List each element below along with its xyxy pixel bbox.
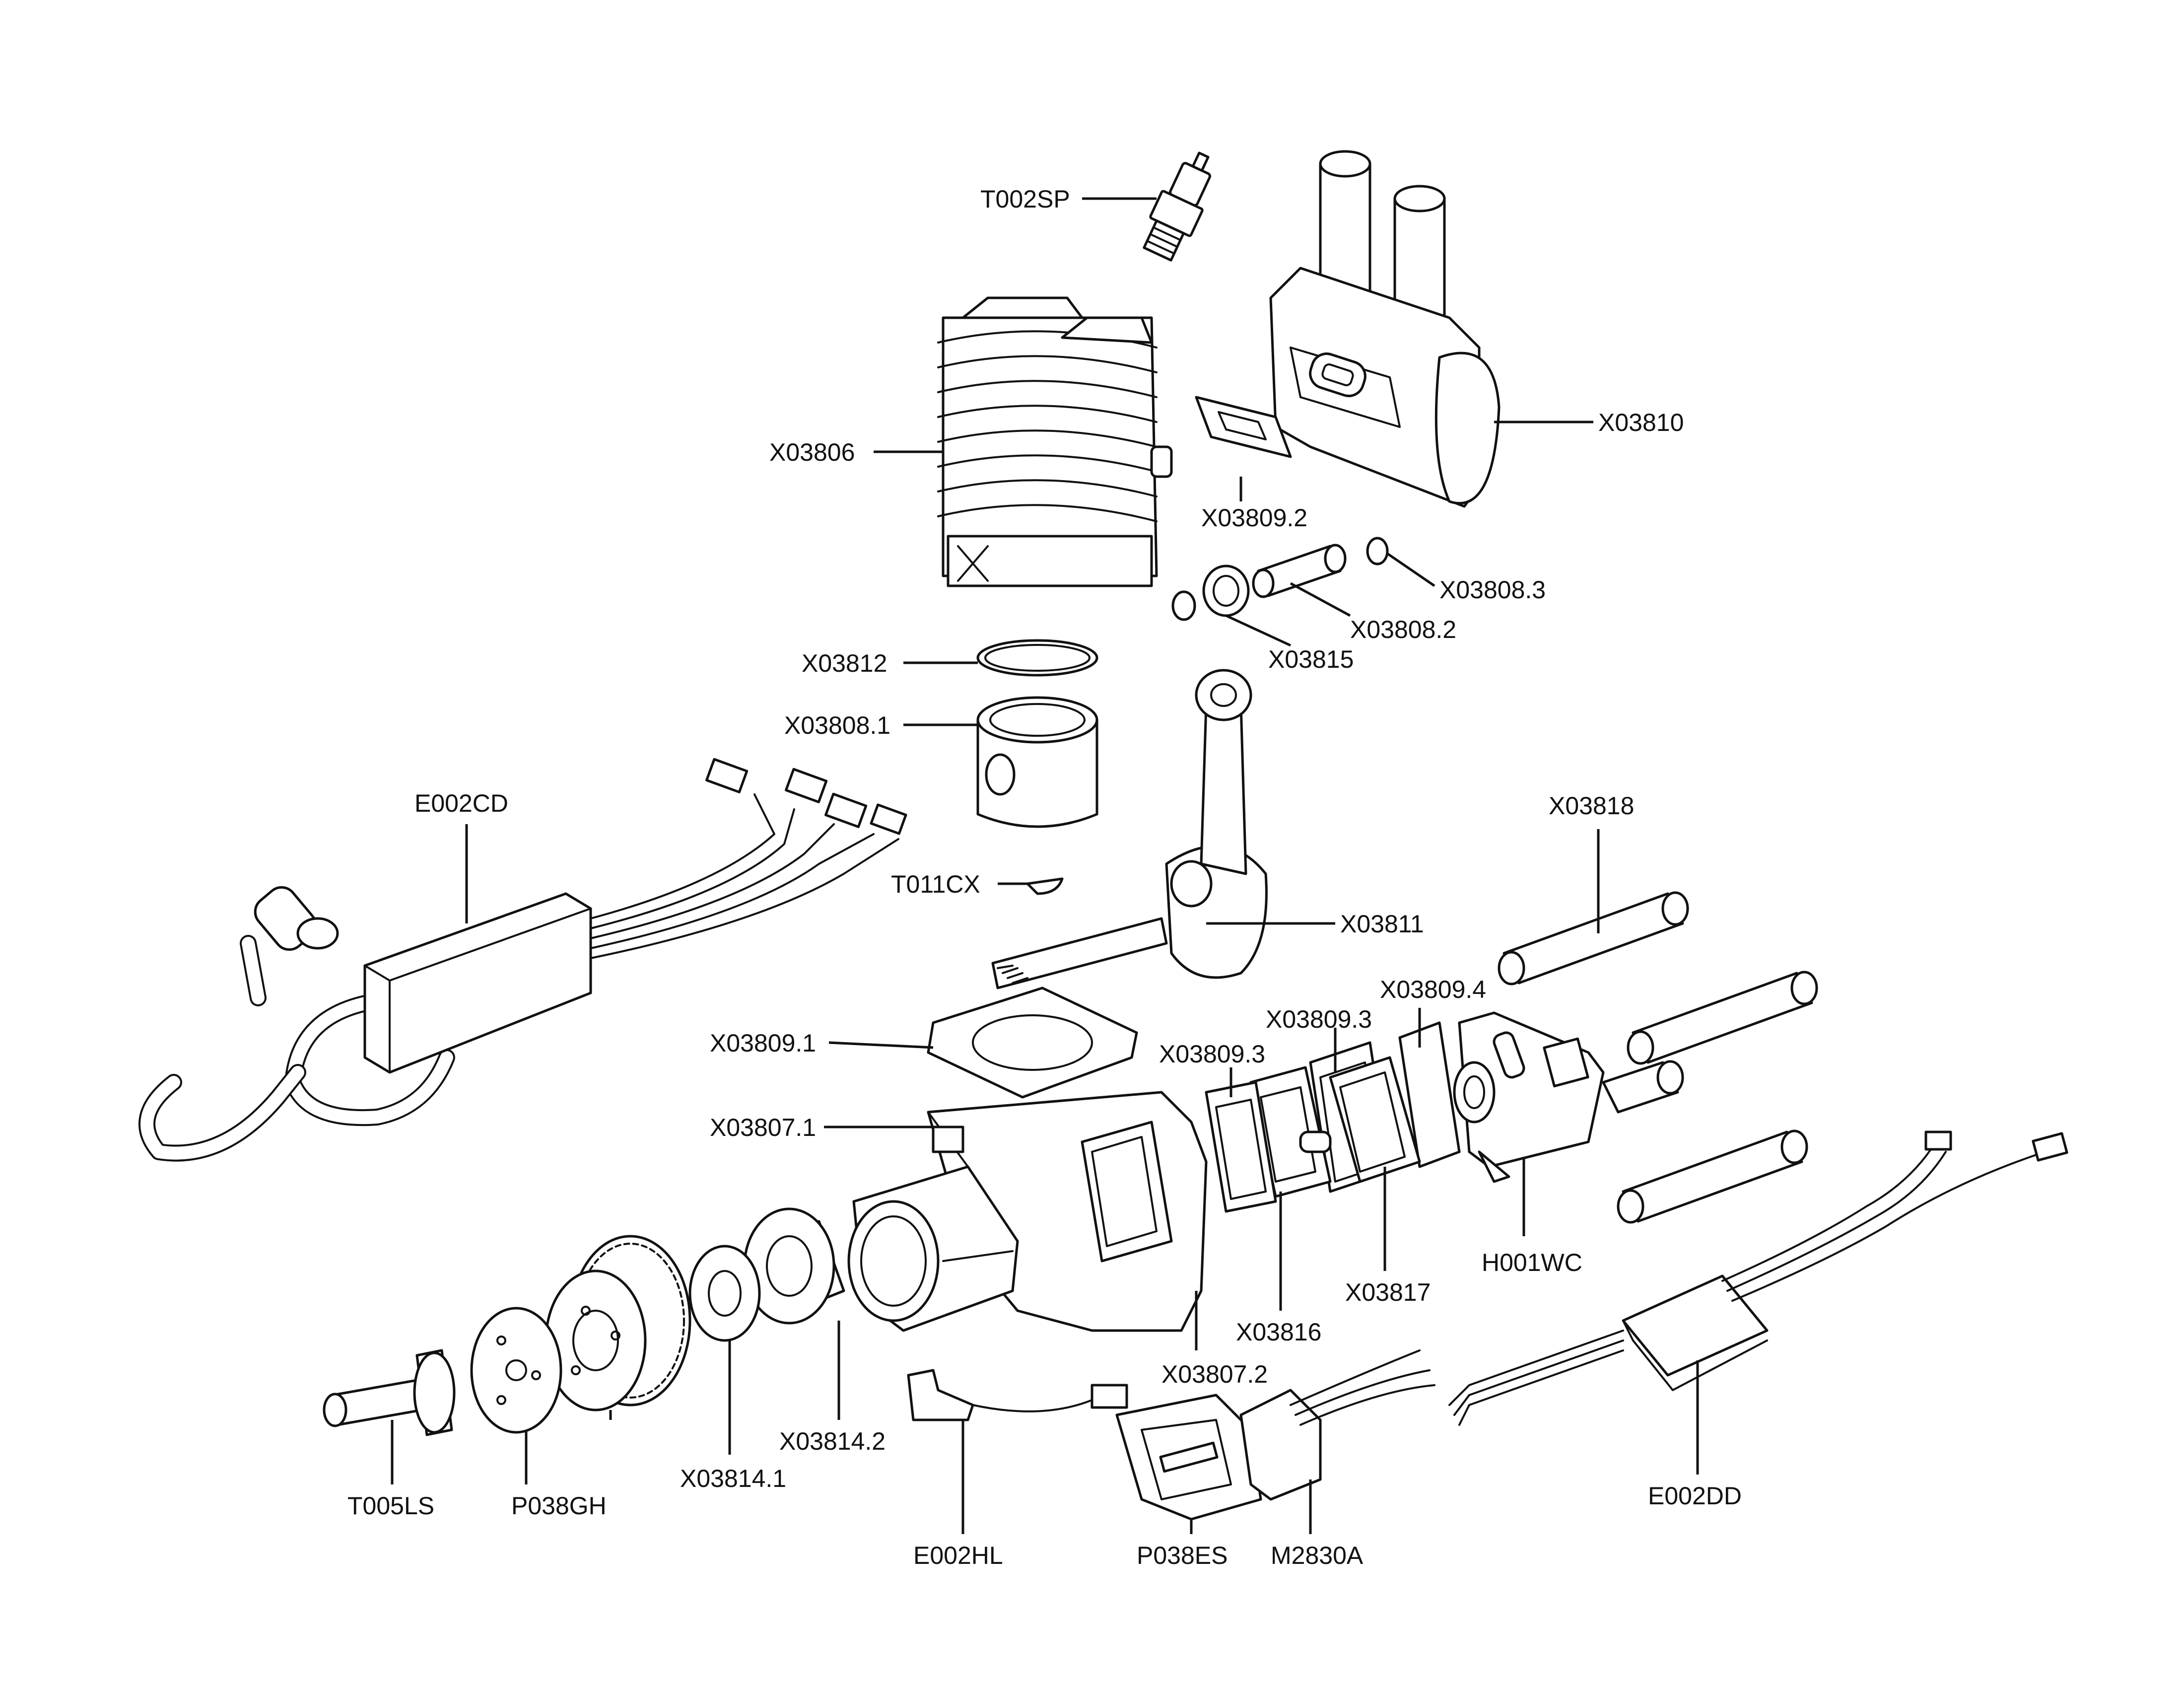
part-labels: T002SP X03810 X03806 X03809.2 X03808.3 X…	[347, 185, 1742, 1569]
starter-plate-drawing	[470, 1307, 562, 1434]
ignition-module-drawing	[138, 758, 907, 1162]
label-carb-gasket: X03809.4	[1380, 976, 1486, 1003]
label-piston-ring: X03812	[802, 649, 887, 677]
bearing-small-drawing	[688, 1245, 761, 1342]
crankshaft-drawing	[991, 669, 1268, 989]
reed-gasket-left-drawing	[1205, 1081, 1277, 1213]
crankcase-drawing	[847, 1091, 1208, 1332]
carb-gasket-drawing	[1398, 1021, 1461, 1168]
label-piston: X03808.1	[784, 711, 890, 739]
piston-pin-set-drawing	[1171, 537, 1389, 621]
leader-lines	[391, 197, 1699, 1534]
label-crankshaft: X03811	[1340, 910, 1424, 938]
starter-motor-drawing	[1115, 1349, 1435, 1521]
label-standoffs: X03818	[1549, 792, 1634, 820]
label-reed-valve: X03817	[1345, 1278, 1431, 1306]
cylinder-drawing	[937, 296, 1173, 587]
muffler-gasket-drawing	[1195, 396, 1292, 458]
label-cylinder-gasket: X03809.1	[710, 1029, 816, 1057]
label-reed-gasket-top: X03809.3	[1266, 1005, 1372, 1033]
piston-ring-drawing	[976, 639, 1098, 677]
starter-gear-drawing	[545, 1235, 691, 1411]
label-wrist-pin: X03808.2	[1350, 616, 1456, 643]
label-circlip-right: X03808.3	[1439, 576, 1546, 604]
label-muffler: X03810	[1598, 409, 1684, 436]
label-hall-sensor: E002HL	[913, 1542, 1003, 1569]
label-woodruff-key: T011CX	[891, 870, 980, 898]
label-crankcase-front: X03807.1	[710, 1114, 816, 1141]
reed-valve-drawing	[1329, 1056, 1421, 1183]
label-starter-gear: P038GH	[511, 1492, 607, 1520]
woodruff-key-drawing	[1026, 877, 1064, 895]
piston-drawing	[976, 696, 1098, 828]
label-carburetor: H001WC	[1482, 1249, 1582, 1276]
label-starter-housing: P038ES	[1137, 1542, 1228, 1569]
spark-plug-drawing	[1143, 151, 1211, 262]
hall-sensor-drawing	[907, 1369, 1128, 1421]
label-crankcase-rear: X03807.2	[1161, 1360, 1268, 1388]
label-cylinder: X03806	[769, 438, 855, 466]
label-prop-shaft: T005LS	[347, 1492, 434, 1520]
label-intake-manifold: X03816	[1236, 1318, 1321, 1346]
label-muffler-gasket: X03809.2	[1201, 504, 1307, 532]
bearing-large-drawing	[743, 1207, 845, 1325]
leader-circlip	[1386, 552, 1435, 587]
label-needle-bearing: X03815	[1268, 645, 1354, 673]
leader-wrist-pin	[1290, 582, 1351, 617]
label-bearing-large: X03814.2	[779, 1427, 886, 1455]
leader-cylinder-gasket	[828, 1041, 934, 1049]
carburetor-drawing	[1453, 1011, 1605, 1183]
esc-drawing	[1448, 1130, 2068, 1426]
standoffs-drawing	[1498, 891, 1818, 1224]
label-ignition: E002CD	[414, 789, 508, 817]
label-starter-motor: M2830A	[1271, 1542, 1364, 1569]
cylinder-gasket-drawing	[927, 986, 1138, 1099]
label-bearing-small: X03814.1	[680, 1465, 786, 1492]
muffler-drawing	[1269, 150, 1501, 508]
label-esc: E002DD	[1648, 1482, 1742, 1510]
label-reed-gasket-left: X03809.3	[1159, 1040, 1265, 1068]
label-spark-plug: T002SP	[980, 185, 1070, 213]
leader-needle-bearing	[1225, 614, 1292, 647]
prop-shaft-drawing	[323, 1349, 456, 1436]
